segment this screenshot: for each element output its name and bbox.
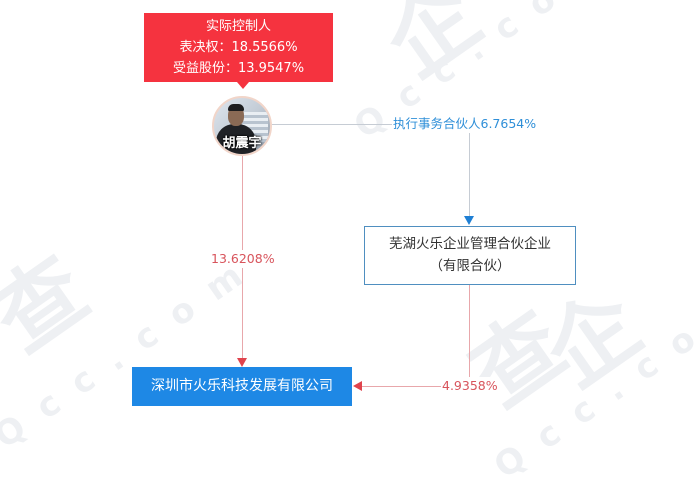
controller-title: 实际控制人 [205,19,271,34]
edge-person-to-partnership-horizontal [272,124,470,125]
indirect-share-label: 4.9358% [441,377,499,395]
company-name: 深圳市火乐科技发展有限公司 [151,378,333,394]
person-node-avatar[interactable]: 胡震宇 [212,96,272,156]
callout-pointer-icon [237,82,249,89]
arrow-to-company-top [237,358,247,367]
executive-partner-label: 执行事务合伙人6.7654% [392,115,538,133]
direct-share-label: 13.6208% [210,250,276,268]
watermark-domain-3: Qcc.com [487,273,700,487]
actual-controller-callout: 实际控制人 表决权：18.5566% 受益股份：13.9547% [144,13,333,82]
avatar-body [216,124,256,154]
arrow-to-company-right [353,381,362,391]
edge-partnership-to-company-vertical [469,285,470,387]
watermark-domain-1: Qcc.com [0,243,269,457]
arrow-to-partnership [464,216,474,225]
edge-partnership-to-company-horizontal [360,386,470,387]
partnership-name: 芜湖火乐企业管理合伙企业 [389,236,551,252]
person-name[interactable]: 胡震宇 [222,136,262,151]
partnership-node[interactable]: 芜湖火乐企业管理合伙企业 （有限合伙） [364,226,576,285]
watermark-glyph-4: 查 [452,291,584,427]
voting-rights-label: 表决权：18.5566% [179,40,298,55]
watermark-glyph-2: 企 [367,0,499,97]
partnership-type: （有限合伙） [429,258,511,274]
avatar-head [228,106,244,126]
beneficial-shares-label: 受益股份：13.9547% [172,61,305,76]
watermark-glyph-1: 查 [0,236,106,372]
edge-person-to-partnership-vertical [469,124,470,218]
avatar-hair [228,104,244,111]
company-node[interactable]: 深圳市火乐科技发展有限公司 [132,367,352,406]
